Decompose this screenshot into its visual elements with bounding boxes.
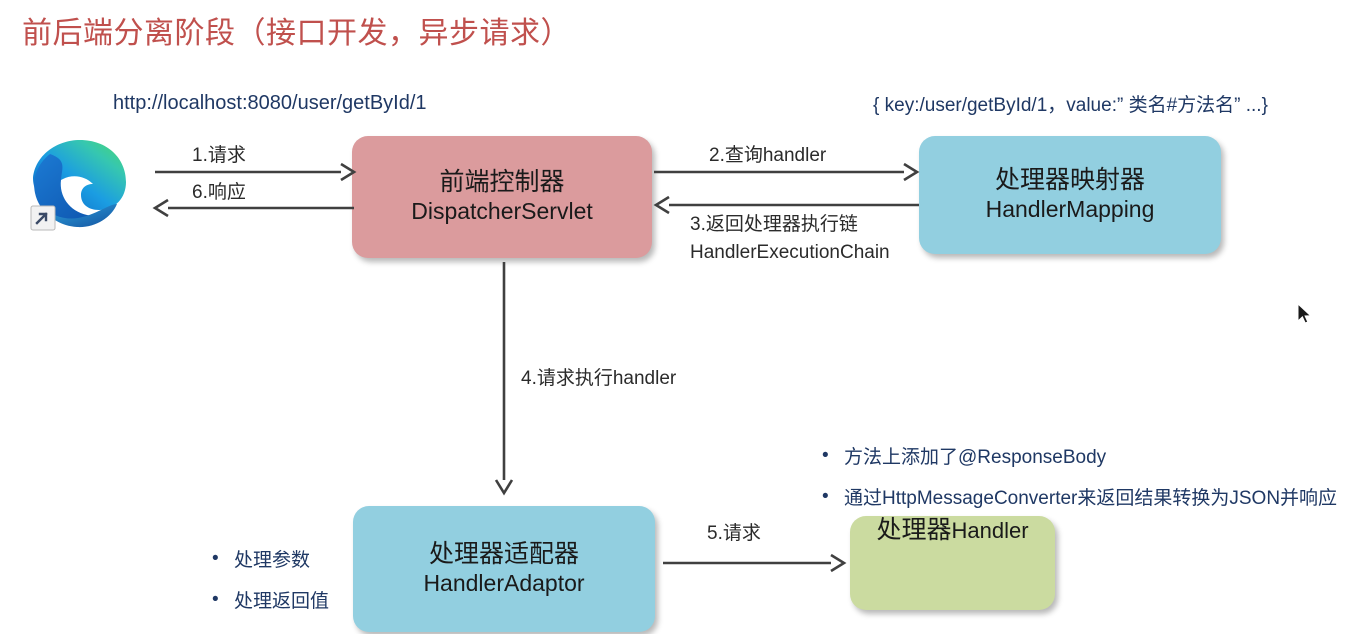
arrow-step4-execute-handler <box>492 262 516 496</box>
list-item: • 处理返回值 <box>212 586 329 613</box>
arrow-step2-label: 2.查询handler <box>709 145 827 166</box>
mouse-cursor <box>1297 302 1313 325</box>
adaptor-note-1: 处理返回值 <box>234 591 330 612</box>
bullet-icon: • <box>212 548 219 569</box>
node-handler-cn: 处理器 <box>876 516 952 544</box>
node-dispatcher-servlet-cn: 前端控制器 <box>439 168 565 197</box>
node-handler-en: Handler <box>951 518 1029 543</box>
node-handler-adaptor[interactable]: 处理器适配器 HandlerAdaptor <box>353 506 655 632</box>
arrow-step1-label: 1.请求 <box>192 145 246 166</box>
bullet-icon: • <box>822 486 829 507</box>
adaptor-note-0: 处理参数 <box>234 550 311 571</box>
bullet-icon: • <box>822 445 829 466</box>
arrow-step3-label: 3.返回处理器执行链 <box>690 214 858 235</box>
arrow-step3-label-secondary: HandlerExecutionChain <box>690 242 890 263</box>
handler-note-1: 通过HttpMessageConverter来返回结果转换为JSON并响应 <box>844 488 1338 509</box>
handler-note-0: 方法上添加了@ResponseBody <box>844 447 1107 468</box>
arrow-step6-response <box>152 196 354 220</box>
node-handler-adaptor-cn: 处理器适配器 <box>428 540 579 569</box>
page-title: 前后端分离阶段（接口开发，异步请求） <box>22 17 571 50</box>
handler-notes-list: • 方法上添加了@ResponseBody • 通过HttpMessageCon… <box>822 442 1337 524</box>
adaptor-notes-list: • 处理参数 • 处理返回值 <box>212 545 329 627</box>
node-handler[interactable]: 处理器 Handler <box>850 516 1055 610</box>
request-url-label: http://localhost:8080/user/getById/1 <box>113 92 427 114</box>
shortcut-overlay-icon <box>30 205 56 231</box>
mapping-entry-annotation: { key:/user/getById/1，value:” 类名#方法名” ..… <box>873 95 1268 116</box>
arrow-step5-request <box>663 551 847 575</box>
arrow-step1-request <box>155 160 357 184</box>
arrow-step5-label: 5.请求 <box>707 523 761 544</box>
node-handler-mapping[interactable]: 处理器映射器 HandlerMapping <box>919 136 1221 254</box>
list-item: • 处理参数 <box>212 545 329 572</box>
bullet-icon: • <box>212 589 219 610</box>
list-item: • 通过HttpMessageConverter来返回结果转换为JSON并响应 <box>822 483 1337 510</box>
node-handler-mapping-en: HandlerMapping <box>985 195 1155 222</box>
list-item: • 方法上添加了@ResponseBody <box>822 442 1337 469</box>
node-dispatcher-servlet[interactable]: 前端控制器 DispatcherServlet <box>352 136 652 258</box>
node-handler-mapping-cn: 处理器映射器 <box>994 166 1145 195</box>
arrow-step6-label: 6.响应 <box>192 182 246 203</box>
arrow-step4-label: 4.请求执行handler <box>521 368 677 389</box>
node-handler-adaptor-en: HandlerAdaptor <box>423 569 585 596</box>
node-dispatcher-servlet-en: DispatcherServlet <box>411 197 593 224</box>
